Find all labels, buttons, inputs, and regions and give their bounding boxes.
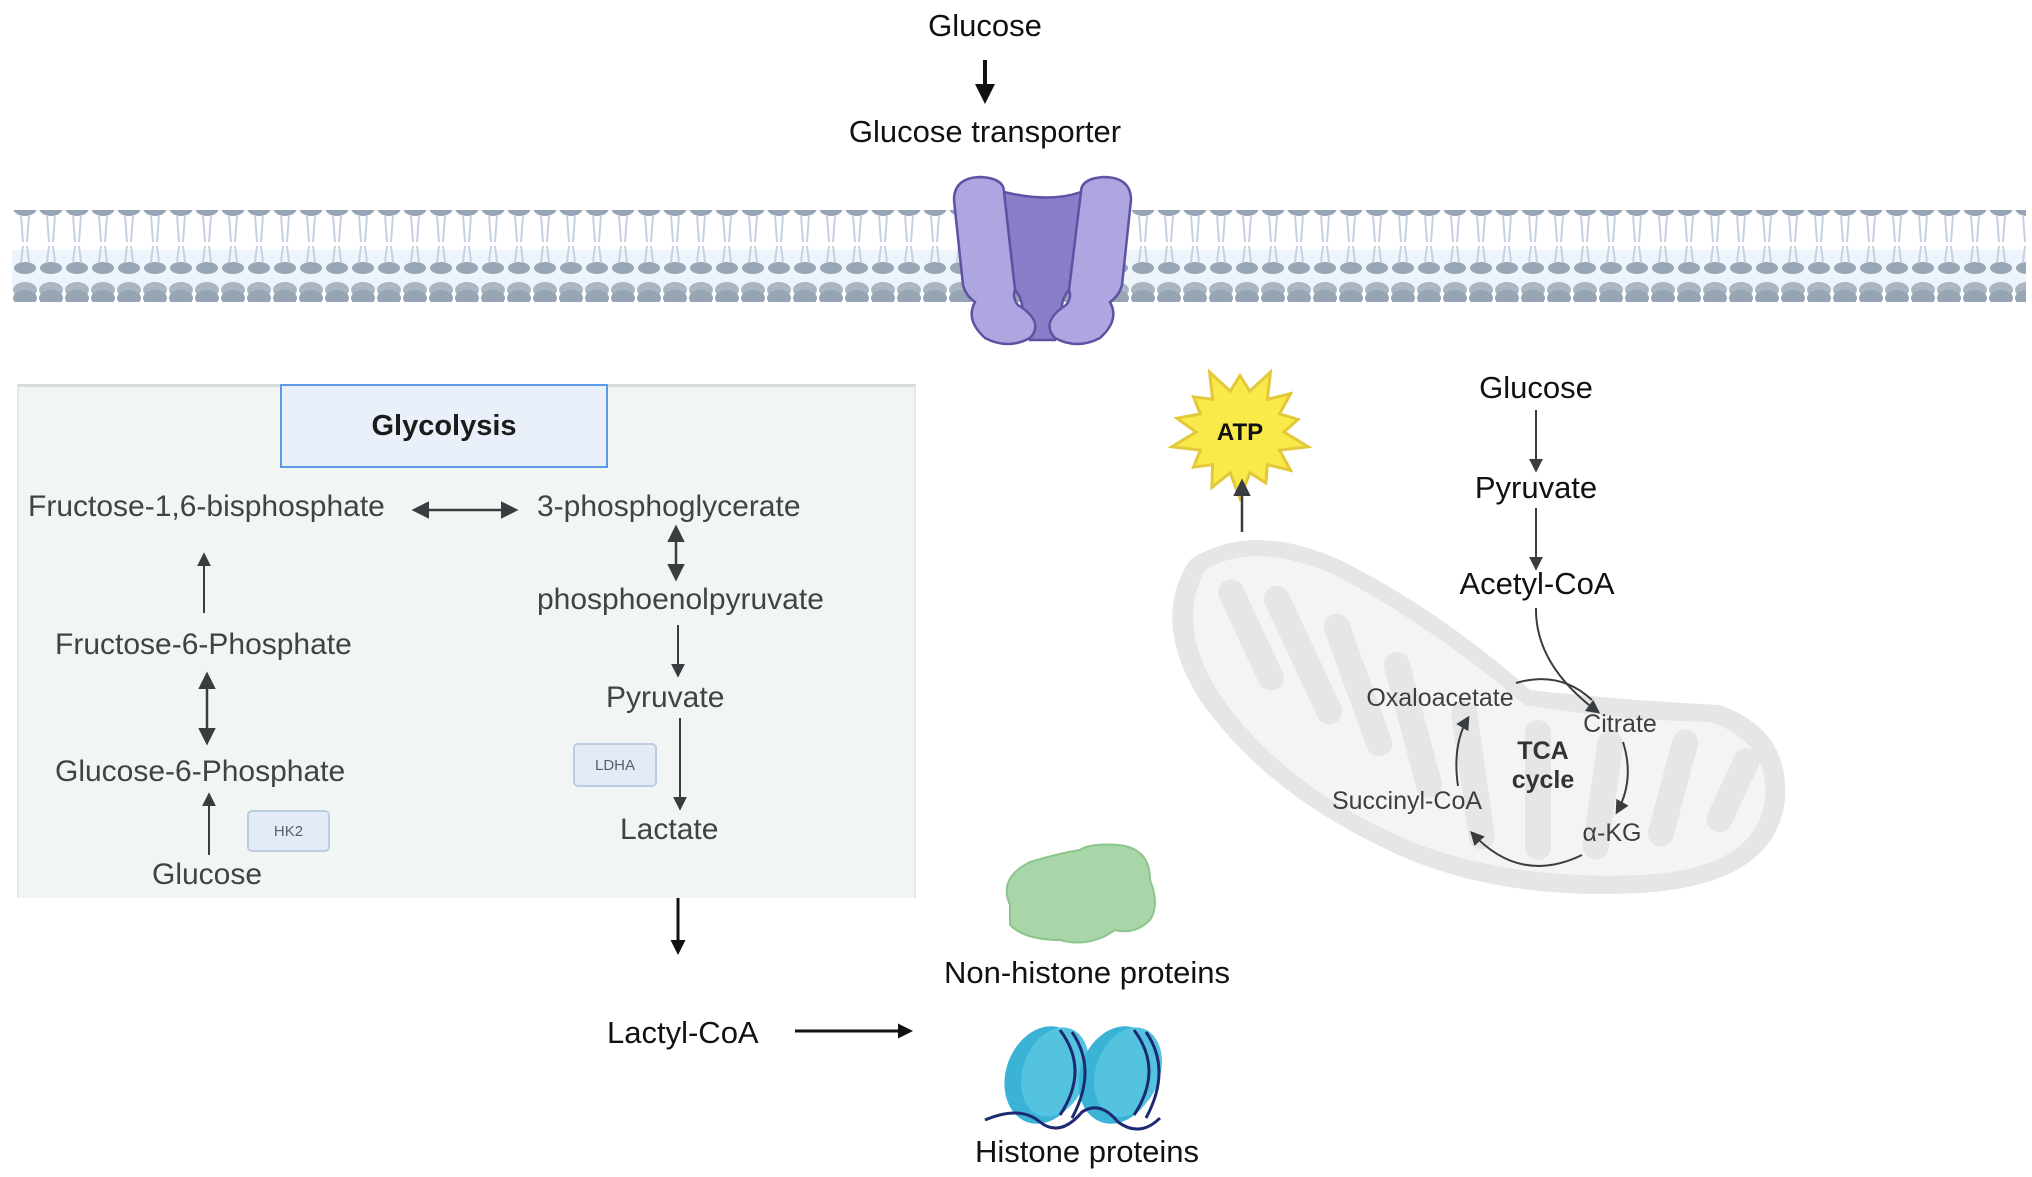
- pyruvate-glycolysis-label: Pyruvate: [606, 681, 725, 714]
- citrate-label: Citrate: [1583, 710, 1657, 738]
- glucose-mito-label: Glucose: [1479, 370, 1593, 405]
- non-histone-proteins-label: Non-histone proteins: [943, 955, 1231, 990]
- succinyl-coa-label: Succinyl-CoA: [1331, 787, 1483, 815]
- tca-cycle-title: TCA cycle: [1512, 737, 1575, 795]
- fructose-16-bisphosphate-label: Fructose-1,6-bisphosphate: [28, 490, 385, 523]
- glycolysis-panel: [17, 384, 916, 898]
- arrow-acetylcoa-citrate: [1534, 607, 1601, 714]
- glucose-extracellular-label: Glucose: [928, 8, 1042, 43]
- pyruvate-mito-label: Pyruvate: [1474, 470, 1598, 505]
- glucose-transporter-label: Glucose transporter: [848, 114, 1122, 149]
- phosphoenolpyruvate-label: phosphoenolpyruvate: [537, 583, 824, 616]
- arrow-oxaloacetate-citrate: [1515, 678, 1593, 701]
- histone-proteins-label: Histone proteins: [974, 1134, 1200, 1169]
- oxaloacetate-label: Oxaloacetate: [1366, 684, 1514, 712]
- hk2-enzyme-badge: HK2: [247, 810, 330, 852]
- non-histone-protein-icon: [1005, 843, 1156, 944]
- arrow-succinylcoa-oxaloacetate: [1455, 715, 1470, 787]
- atp-burst-icon: [1167, 368, 1313, 503]
- glucose-glycolysis-label: Glucose: [152, 858, 263, 891]
- tca-title-line2: cycle: [1511, 766, 1575, 794]
- glucose-6-phosphate-label: Glucose-6-Phosphate: [55, 755, 346, 788]
- arrow-citrate-akg: [1615, 741, 1629, 815]
- arrow-akg-succinylcoa: [1470, 830, 1583, 867]
- ldha-enzyme-badge: LDHA: [573, 743, 657, 787]
- 3-phosphoglycerate-label: 3-phosphoglycerate: [537, 490, 801, 523]
- alpha-kg-label: α-KG: [1582, 819, 1642, 847]
- atp-label: ATP: [1216, 419, 1264, 446]
- glycolysis-title: Glycolysis: [280, 384, 608, 468]
- lactate-label: Lactate: [620, 813, 719, 846]
- tca-title-line1: TCA: [1517, 737, 1569, 765]
- lactyl-coa-label: Lactyl-CoA: [607, 1015, 759, 1050]
- glucose-transporter-icon: [952, 175, 1133, 346]
- histone-protein-icon: [984, 1026, 1162, 1131]
- mitochondrion-icon: [1172, 540, 1786, 895]
- acetyl-coa-label: Acetyl-CoA: [1459, 566, 1615, 601]
- fructose-6-phosphate-label: Fructose-6-Phosphate: [55, 628, 352, 661]
